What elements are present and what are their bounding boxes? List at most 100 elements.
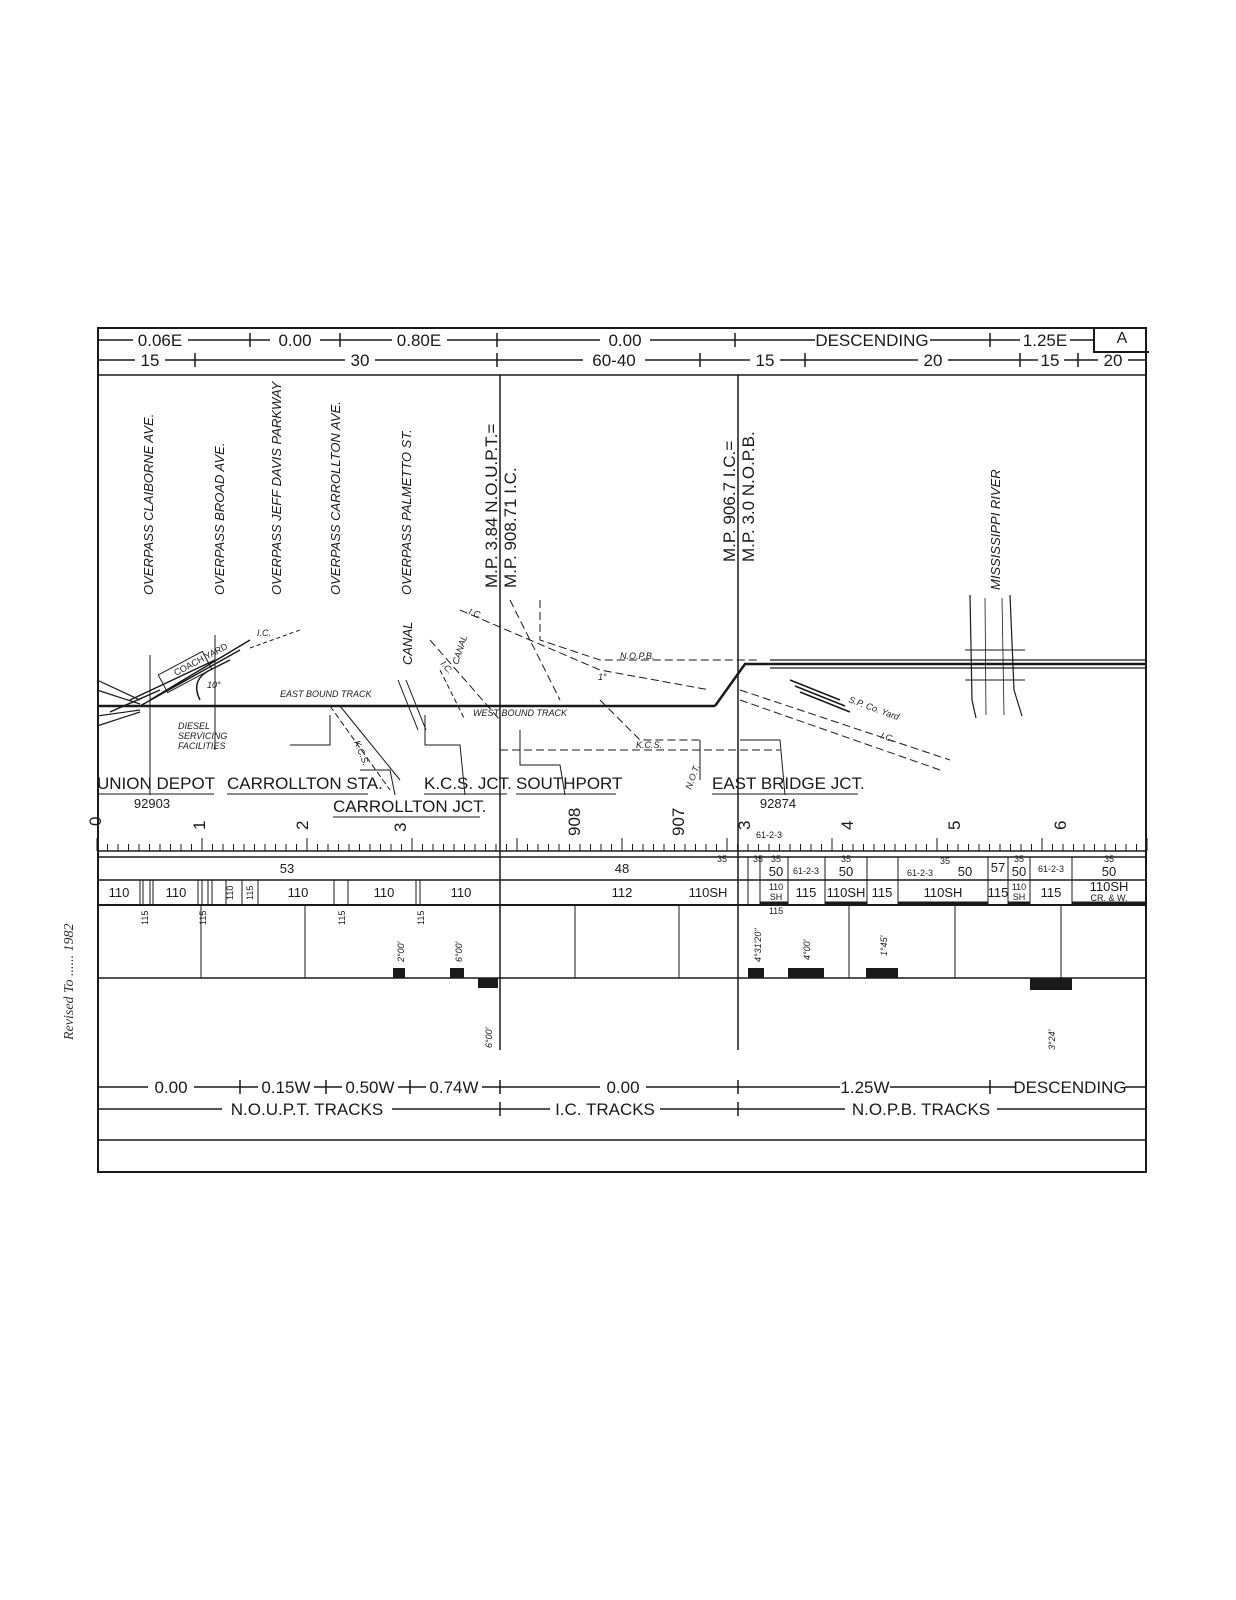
grade-0: 0.00: [154, 1078, 187, 1097]
speed2-5: 112: [612, 885, 633, 900]
speed2-8: SH: [770, 892, 783, 902]
speed-top-4: 20: [924, 351, 943, 370]
grade-5: 1.25W: [840, 1078, 889, 1097]
river-label: MISSISSIPPI RIVER: [988, 469, 1003, 590]
overpass-carrollton: OVERPASS CARROLLTON AVE.: [328, 401, 343, 595]
overpass-broad: OVERPASS BROAD AVE.: [212, 443, 227, 595]
revised-label: Revised To: [62, 979, 77, 1040]
speed-top-1: 30: [351, 351, 370, 370]
top-speed-labels: 15 30 60-40 15 20 15 20: [135, 351, 1128, 370]
overpass-jeff-davis: OVERPASS JEFF DAVIS PARKWAY: [269, 380, 284, 595]
speed1-0: 53: [280, 861, 294, 876]
ic-label-4: I.C.: [879, 730, 895, 744]
milepost-labels: M.P. 3.84 N.O.U.P.T.= M.P. 908.71 I.C. M…: [482, 424, 1003, 590]
curve-labels: 2°00' 6°00' 4°31'20" 4°00' 1°45' 6°00' 3…: [396, 928, 1057, 1050]
speed2-13: 110SH: [924, 885, 963, 900]
speed1-16: 35: [753, 854, 763, 864]
milepost-2-line1: M.P. 906.7 I.C.=: [720, 441, 739, 562]
curve-up-2: 4°31'20": [753, 928, 763, 962]
grade-1: 0.15W: [261, 1078, 310, 1097]
kcs-label-1: K.C.S.: [352, 739, 371, 767]
bridge-approach-track: [713, 662, 1147, 707]
not-label: N.O.T.: [683, 763, 701, 791]
overpass-labels: OVERPASS CLAIBORNE AVE. OVERPASS BROAD A…: [141, 380, 414, 595]
curve-blocks: [393, 968, 1072, 990]
speed2-15: 110: [1012, 882, 1026, 892]
curve-up-3: 4°00': [802, 939, 812, 960]
station-kcs-jct: K.C.S. JCT.: [424, 774, 512, 793]
east-bound-label: EAST BOUND TRACK: [280, 689, 373, 699]
mile-scale: 0 1 2 3 908 907 3 61-2-3 4 5 6: [86, 808, 1148, 852]
west-bound-label: WEST BOUND TRACK: [473, 708, 568, 718]
station-carrollton-jct: CARROLLTON JCT.: [333, 797, 486, 816]
milepost-1-line2: M.P. 908.71 I.C.: [501, 467, 520, 588]
grade-6: DESCENDING: [1013, 1078, 1126, 1097]
speed2-19: CR. & W.: [1090, 893, 1127, 903]
small-115-a: 115: [140, 911, 150, 925]
overpass-claiborne: OVERPASS CLAIBORNE AVE.: [141, 414, 156, 595]
bottom-grade-labels: 0.00 0.15W 0.50W 0.74W 0.00 1.25W DESCEN…: [148, 1078, 1127, 1097]
speed1-5: 61-2-3: [793, 866, 819, 876]
curve-up-4: 1°45': [879, 935, 889, 956]
speed-row-1-labels: 53 48 35 35 50 61-2-3 35 50 35 61-2-3 35…: [280, 854, 1116, 879]
speed2-10: 115: [796, 885, 817, 900]
milepost-lines: [499, 375, 739, 1050]
speed2-16: SH: [1013, 892, 1026, 902]
milepost-2-line2: M.P. 3.0 N.O.P.B.: [739, 431, 758, 562]
canal-label-1: CANAL: [400, 622, 415, 665]
speed2-4: 110: [451, 885, 472, 900]
track-ic: I.C. TRACKS: [555, 1100, 655, 1119]
station-east-bridge-jct: EAST BRIDGE JCT.: [712, 774, 865, 793]
ic-label-2: I.C.: [467, 606, 484, 620]
speed-top-5: 15: [1041, 351, 1060, 370]
nopb-label: N.O.P.B.: [620, 651, 654, 661]
speed1-7: 50: [839, 864, 853, 879]
mile-mark-6: 6: [1051, 821, 1070, 830]
curvature-section: [97, 905, 1147, 979]
track-nouppt: N.O.U.P.T. TRACKS: [231, 1100, 383, 1119]
speed1-3: 35: [771, 854, 781, 864]
kcs-label-2: K.C.S.: [636, 740, 662, 750]
speed1-1: 48: [615, 861, 629, 876]
speed1-9: 61-2-3: [907, 868, 933, 878]
speed2-0: 110: [109, 885, 130, 900]
grade-4: 0.00: [606, 1078, 639, 1097]
speed1-10: 35: [1014, 854, 1024, 864]
top-profile-labels: 0.06E 0.00 0.80E 0.00 DESCENDING 1.25E: [133, 331, 1070, 350]
track-map: [96, 594, 1147, 796]
speed-table: [97, 856, 1147, 906]
canal-label-2: CANAL: [450, 634, 469, 666]
speed1-15: 61-2-3: [1038, 864, 1064, 874]
curve-down-0: 6°00': [484, 1027, 494, 1048]
speed1-13: 35: [1104, 854, 1114, 864]
speed-top-3: 15: [756, 351, 775, 370]
track-map-labels: COACH YARD I.C. 10° EAST BOUND TRACK DIE…: [172, 606, 901, 790]
speed1-2: 35: [717, 854, 727, 864]
speed2-14: 115: [988, 885, 1009, 900]
speed2-6: 110SH: [689, 885, 728, 900]
sheet-letter: A: [1116, 330, 1128, 347]
speed2-12: 115: [872, 885, 893, 900]
station-union-depot-no: 92903: [134, 796, 170, 811]
profile-2: 0.80E: [397, 331, 441, 350]
speed-top-6: 20: [1104, 351, 1123, 370]
speed2-2: 110: [288, 885, 309, 900]
small-115-e: 115: [416, 911, 426, 925]
mile-mark-3b: 3: [735, 821, 754, 830]
station-east-bridge-no: 92874: [760, 796, 796, 811]
speed2-9: 115: [769, 906, 783, 916]
profile-3: 0.00: [608, 331, 641, 350]
chart-frame: [97, 327, 1147, 1173]
curve-up-1: 6°00': [454, 941, 464, 962]
mile-mark-908: 908: [565, 808, 584, 836]
speed1-4: 50: [769, 864, 783, 879]
mile-mark-4: 4: [838, 821, 857, 830]
mile-mark-3: 3: [391, 823, 410, 832]
small-110-a: 110: [225, 886, 235, 900]
speed-row-2-labels: 110 110 110 110 110 112 110SH 110 SH 115…: [109, 879, 1129, 925]
revised-date: 1982: [62, 923, 77, 952]
revised-note: Revised To ...... 1982: [62, 923, 77, 1040]
profile-5: 1.25E: [1023, 331, 1067, 350]
speed2-7: 110: [769, 882, 783, 892]
mile-mark-1: 1: [190, 821, 209, 830]
